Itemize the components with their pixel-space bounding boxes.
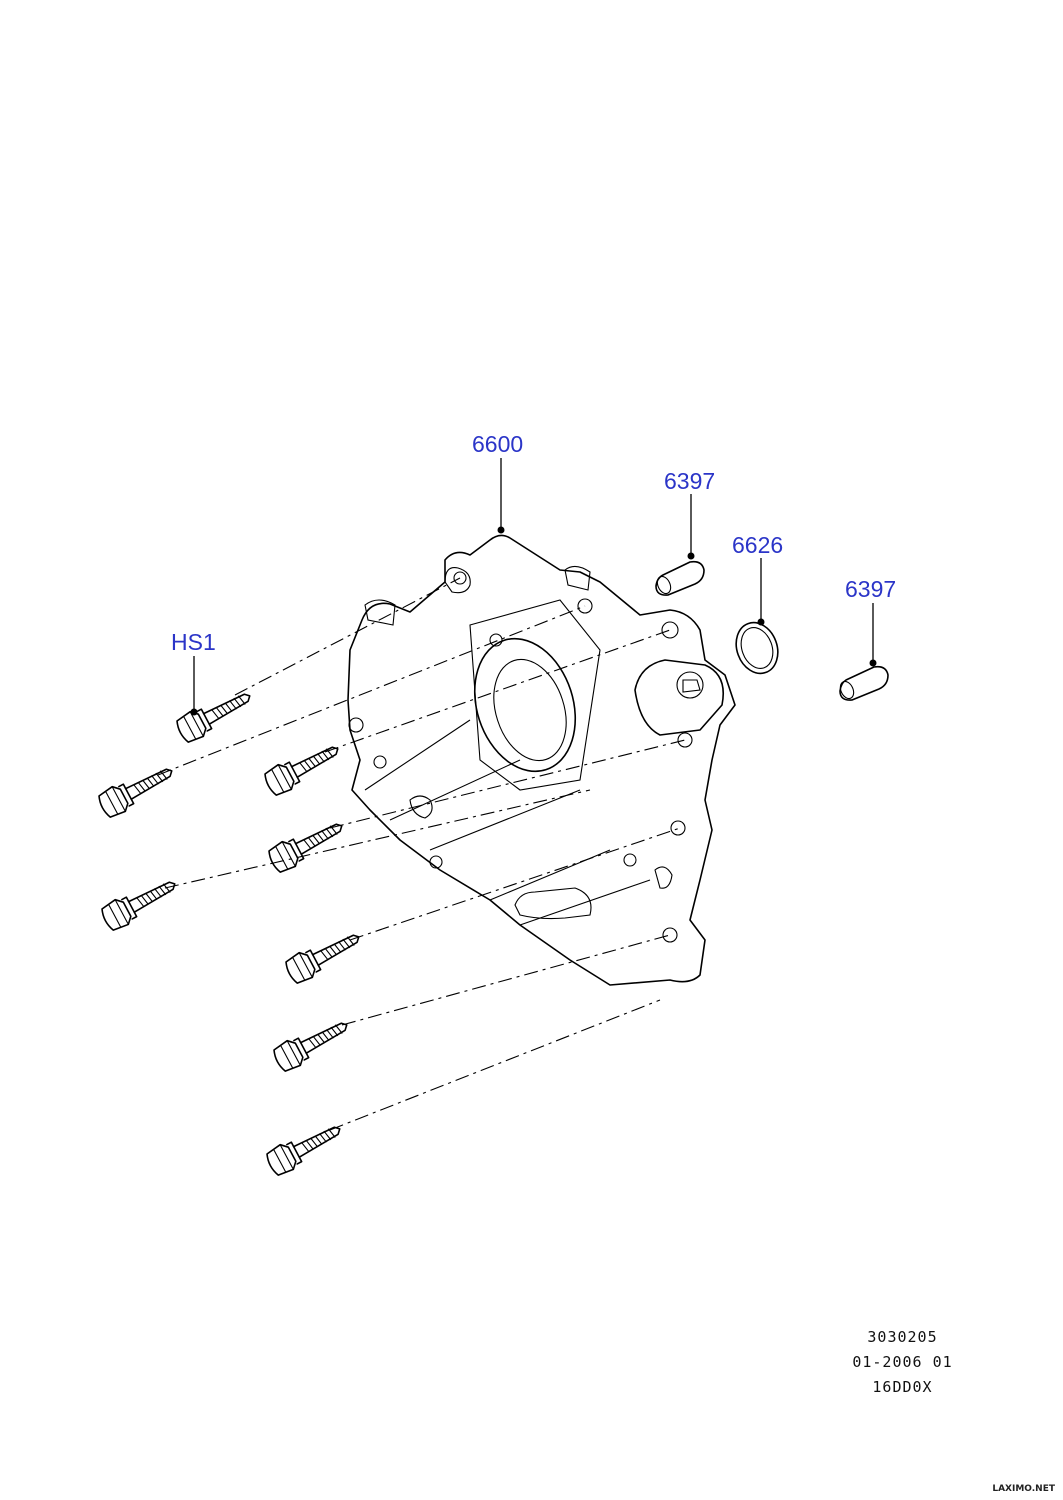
callout-6626[interactable]: 6626 (732, 532, 784, 558)
watermark: LAXIMO.NET (992, 1484, 1055, 1494)
callout-hs1[interactable]: HS1 (171, 629, 216, 655)
callout-6397-upper[interactable]: 6397 (664, 468, 716, 494)
callout-6397-lower[interactable]: 6397 (845, 576, 897, 602)
dowel-sleeve-lower (839, 665, 889, 701)
bolt (273, 1022, 348, 1072)
bolt (264, 746, 339, 796)
oil-pump-housing (347, 534, 736, 986)
drawing-code-line1: 3030205 (867, 1328, 938, 1346)
bolt (176, 693, 251, 743)
dowel-sleeve-upper (655, 560, 705, 596)
bolt (98, 768, 173, 818)
drawing-code-line3: 16DD0X (872, 1378, 933, 1396)
bolts (98, 693, 360, 1176)
o-ring (735, 621, 779, 675)
leader-lines (190, 458, 877, 716)
bolt-centerlines (157, 577, 686, 1131)
callout-6600[interactable]: 6600 (472, 431, 524, 457)
bolt (266, 1126, 341, 1176)
bolt (101, 881, 176, 931)
drawing-code-line2: 01-2006 01 (852, 1353, 953, 1371)
bolt (285, 934, 360, 984)
bolt (268, 823, 343, 873)
